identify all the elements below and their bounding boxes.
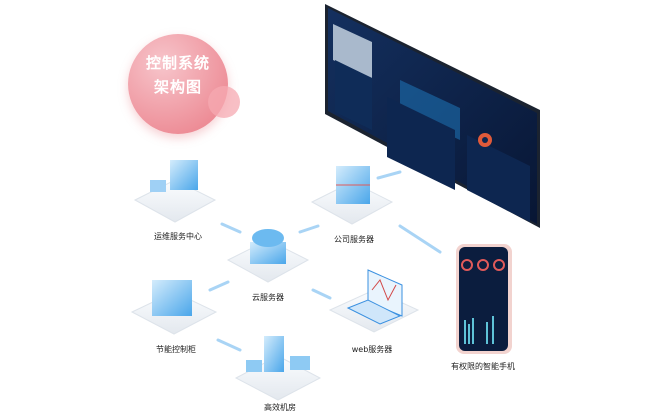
label-smartphone: 有权限的智能手机: [451, 362, 515, 371]
label-ops-center: 运维服务中心: [154, 232, 202, 241]
label-web-server: web服务器: [351, 345, 393, 354]
web-server-platform: [328, 269, 420, 333]
company-server-platform: [310, 166, 394, 225]
dashboard-screen: [325, 4, 540, 228]
label-company-server: 公司服务器: [334, 235, 374, 244]
title-line-1: 控制系统: [145, 54, 210, 72]
title-line-2: 架构图: [153, 78, 202, 96]
label-energy-cabinet: 节能控制柜: [156, 345, 196, 354]
ops-center-platform: [133, 160, 217, 223]
label-machine-room: 高效机房: [264, 403, 296, 412]
connection-arrows: [208, 170, 442, 352]
cloud-server-platform: [226, 229, 310, 283]
title-badge-bubble: [208, 86, 240, 118]
label-cloud-server: 云服务器: [252, 293, 284, 302]
energy-cabinet-platform: [130, 280, 218, 335]
title-badge: [128, 34, 228, 134]
smartphone-device: [456, 244, 512, 354]
machine-room-platform: [234, 336, 322, 401]
